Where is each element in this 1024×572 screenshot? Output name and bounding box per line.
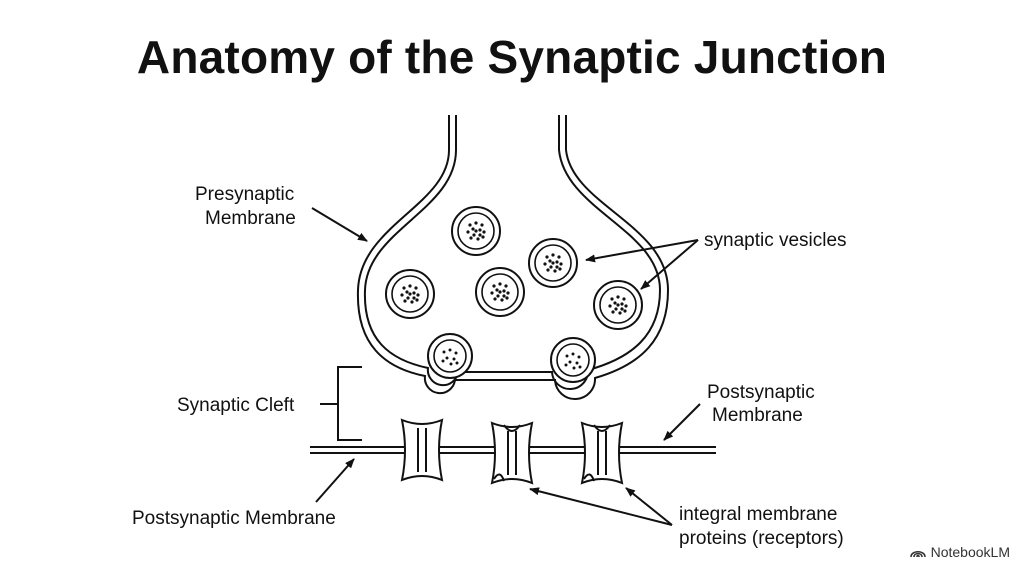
- branding: NotebookLM: [909, 544, 1010, 560]
- arrow-postsynaptic-right: [663, 403, 701, 441]
- arrow-proteins-right: [625, 487, 673, 526]
- docked-vesicle: [550, 337, 596, 383]
- presynaptic-membrane-inner: [363, 115, 662, 391]
- arrow-proteins-left: [529, 487, 673, 526]
- label-synaptic-vesicles: synaptic vesicles: [704, 230, 847, 251]
- diagram-title: Anatomy of the Synaptic Junction: [136, 31, 888, 83]
- arrow-postsynaptic-bottom: [315, 458, 355, 503]
- synaptic-vesicles: [385, 206, 643, 330]
- receptor-protein: [400, 418, 444, 482]
- label-presynaptic-line1: Presynaptic: [195, 184, 294, 205]
- label-integral-proteins-line1: integral membrane: [679, 504, 837, 525]
- docked-vesicles: [427, 333, 596, 383]
- notebooklm-logo-icon: [909, 550, 926, 558]
- receptor-protein: [580, 421, 624, 485]
- vesicle: [593, 280, 643, 330]
- vesicle: [451, 206, 501, 256]
- presynaptic-terminal: [356, 115, 670, 401]
- label-integral-proteins-line2: proteins (receptors): [679, 528, 844, 549]
- vesicle: [528, 238, 578, 288]
- branding-name: NotebookLM: [930, 544, 1010, 560]
- label-synaptic-cleft: Synaptic Cleft: [177, 395, 295, 416]
- arrow-presynaptic: [311, 207, 368, 242]
- label-postsynaptic-right-line2: Membrane: [712, 405, 803, 426]
- arrow-vesicles-lower: [640, 239, 699, 290]
- vesicle: [385, 269, 435, 319]
- synaptic-cleft-bracket: [320, 366, 362, 441]
- receptor-protein: [490, 421, 534, 485]
- receptor-proteins: [400, 418, 624, 485]
- label-postsynaptic-right-line1: Postsynaptic: [707, 382, 815, 403]
- vesicle: [475, 267, 525, 317]
- label-presynaptic-line2: Membrane: [205, 208, 296, 229]
- annotation-arrows: [311, 207, 701, 526]
- docked-vesicle: [427, 333, 473, 379]
- label-postsynaptic-bottom: Postsynaptic Membrane: [132, 508, 336, 529]
- arrow-vesicles-upper: [585, 239, 699, 263]
